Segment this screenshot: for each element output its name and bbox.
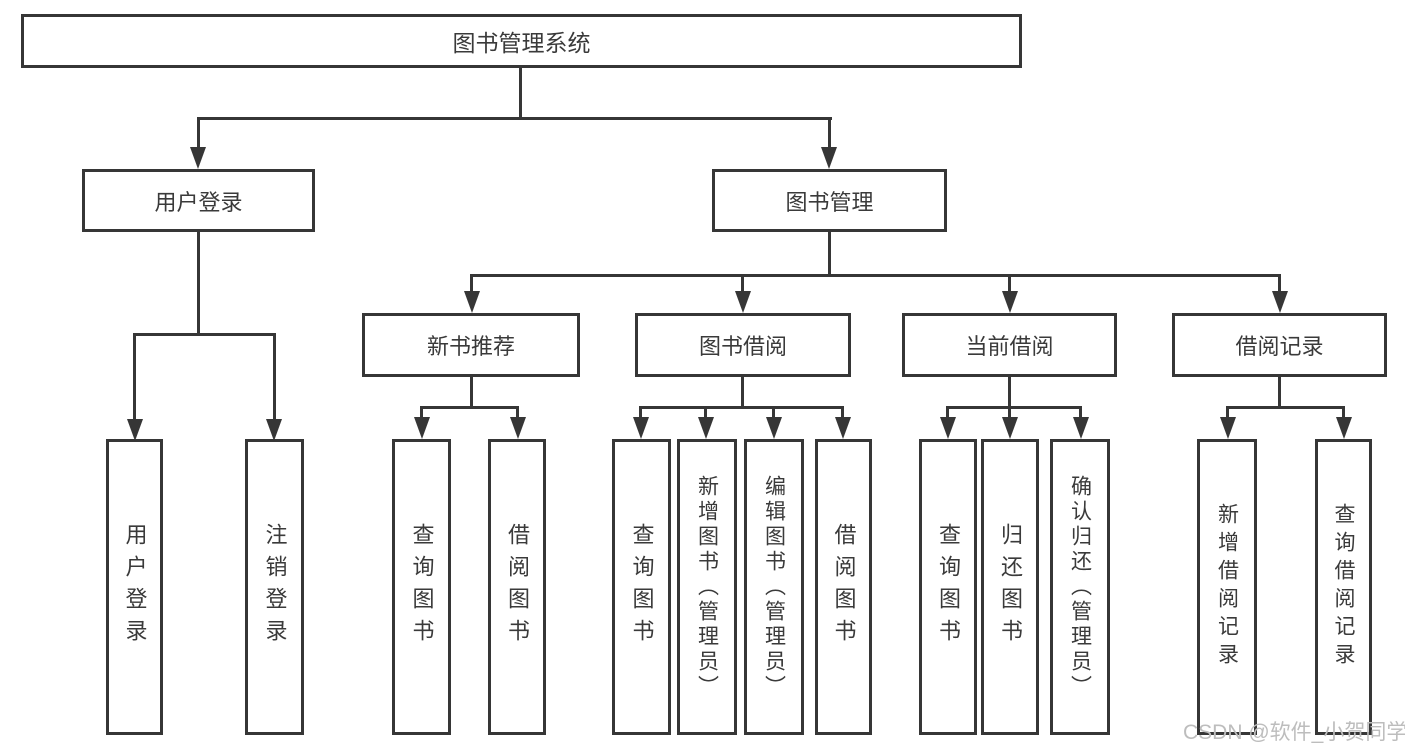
arrowhead-down-icon: [414, 417, 430, 439]
arrowhead-down-icon: [766, 417, 782, 439]
arrowhead-down-icon: [1073, 417, 1089, 439]
arrowhead-down-icon: [698, 417, 714, 439]
connector-line: [946, 406, 949, 421]
connector-line: [639, 406, 642, 421]
arrowhead-down-icon: [266, 419, 282, 441]
connector-line: [470, 377, 473, 408]
node-user-login-label: 用户登录: [154, 189, 243, 215]
arrowhead-down-icon: [1336, 417, 1352, 439]
node-bb-add-books-admin: 新增图书（管理员）: [677, 439, 737, 735]
arrowhead-down-icon: [835, 417, 851, 439]
node-new-book-recommend-label: 新书推荐: [426, 334, 515, 359]
node-borrow-records: 借阅记录: [1172, 313, 1387, 377]
node-library-system-label: 图书管理系统: [452, 30, 591, 56]
node-br-add-record: 新增借阅记录: [1197, 439, 1257, 735]
connector-line: [197, 232, 200, 335]
node-book-borrowing: 图书借阅: [635, 313, 851, 377]
node-br-query-record-label: 查询借阅记录: [1332, 503, 1355, 671]
connector-line: [516, 406, 519, 421]
node-bb-borrow-books: 借阅图书: [815, 439, 872, 735]
node-cb-return-books-label: 归还图书: [998, 523, 1023, 651]
node-borrow-records-label: 借阅记录: [1235, 334, 1324, 359]
connector-line: [1079, 406, 1082, 421]
connector-line: [1008, 406, 1011, 421]
connector-line: [1226, 406, 1345, 409]
node-nb-query-books-label: 查询图书: [409, 523, 435, 651]
arrowhead-down-icon: [127, 419, 143, 441]
node-cb-return-books: 归还图书: [981, 439, 1039, 735]
arrowhead-down-icon: [1002, 417, 1018, 439]
connector-line: [470, 274, 473, 295]
arrowhead-down-icon: [735, 291, 751, 313]
connector-line: [197, 117, 200, 151]
connector-line: [1008, 274, 1011, 295]
arrowhead-down-icon: [821, 147, 837, 169]
connector-line: [420, 406, 423, 421]
node-cb-query-books-label: 查询图书: [936, 523, 961, 651]
node-user-login-leaf-label: 用户登录: [122, 523, 148, 651]
connector-line: [197, 117, 832, 120]
node-current-borrowing-label: 当前借阅: [965, 334, 1054, 359]
arrowhead-down-icon: [1272, 291, 1288, 313]
node-br-query-record: 查询借阅记录: [1315, 439, 1372, 735]
connector-line: [741, 274, 744, 295]
node-book-management: 图书管理: [712, 169, 947, 232]
node-bb-query-books: 查询图书: [612, 439, 671, 735]
node-cb-confirm-return-admin: 确认归还（管理员）: [1050, 439, 1110, 735]
node-bb-add-books-admin-label: 新增图书（管理员）: [695, 474, 719, 700]
connector-line: [1342, 406, 1345, 421]
connector-line: [519, 68, 522, 119]
connector-line: [420, 406, 519, 409]
connector-line: [704, 406, 707, 421]
node-book-management-label: 图书管理: [785, 189, 874, 215]
connector-line: [133, 333, 136, 421]
node-bb-edit-books-admin: 编辑图书（管理员）: [744, 439, 804, 735]
arrowhead-down-icon: [633, 417, 649, 439]
arrowhead-down-icon: [510, 417, 526, 439]
node-nb-borrow-books: 借阅图书: [488, 439, 546, 735]
arrowhead-down-icon: [940, 417, 956, 439]
node-cb-query-books: 查询图书: [919, 439, 977, 735]
connector-line: [1278, 274, 1281, 295]
node-logout: 注销登录: [245, 439, 304, 735]
connector-line: [841, 406, 844, 421]
connector-line: [1278, 377, 1281, 408]
connector-line: [828, 232, 831, 276]
connector-line: [273, 333, 276, 421]
connector-line: [772, 406, 775, 421]
connector-line: [946, 406, 1082, 409]
node-user-login: 用户登录: [82, 169, 315, 232]
node-bb-query-books-label: 查询图书: [629, 523, 655, 651]
connector-line: [133, 333, 276, 336]
node-nb-borrow-books-label: 借阅图书: [505, 523, 530, 651]
arrowhead-down-icon: [1220, 417, 1236, 439]
node-bb-borrow-books-label: 借阅图书: [831, 523, 857, 651]
node-logout-label: 注销登录: [262, 523, 288, 651]
node-cb-confirm-return-admin-label: 确认归还（管理员）: [1068, 474, 1092, 700]
arrowhead-down-icon: [190, 147, 206, 169]
node-current-borrowing: 当前借阅: [902, 313, 1117, 377]
connector-line: [828, 117, 831, 151]
connector-line: [639, 406, 844, 409]
node-bb-edit-books-admin-label: 编辑图书（管理员）: [762, 474, 786, 700]
node-user-login-leaf: 用户登录: [106, 439, 163, 735]
node-library-system: 图书管理系统: [21, 14, 1022, 68]
node-br-add-record-label: 新增借阅记录: [1215, 503, 1239, 671]
connector-line: [1226, 406, 1229, 421]
arrowhead-down-icon: [1002, 291, 1018, 313]
node-nb-query-books: 查询图书: [392, 439, 451, 735]
csdn-watermark: CSDN @软件_小贺同学: [1183, 721, 1405, 744]
node-new-book-recommend: 新书推荐: [362, 313, 580, 377]
node-book-borrowing-label: 图书借阅: [698, 334, 787, 359]
arrowhead-down-icon: [464, 291, 480, 313]
connector-line: [1008, 377, 1011, 408]
connector-line: [741, 377, 744, 408]
connector-line: [470, 274, 1281, 277]
